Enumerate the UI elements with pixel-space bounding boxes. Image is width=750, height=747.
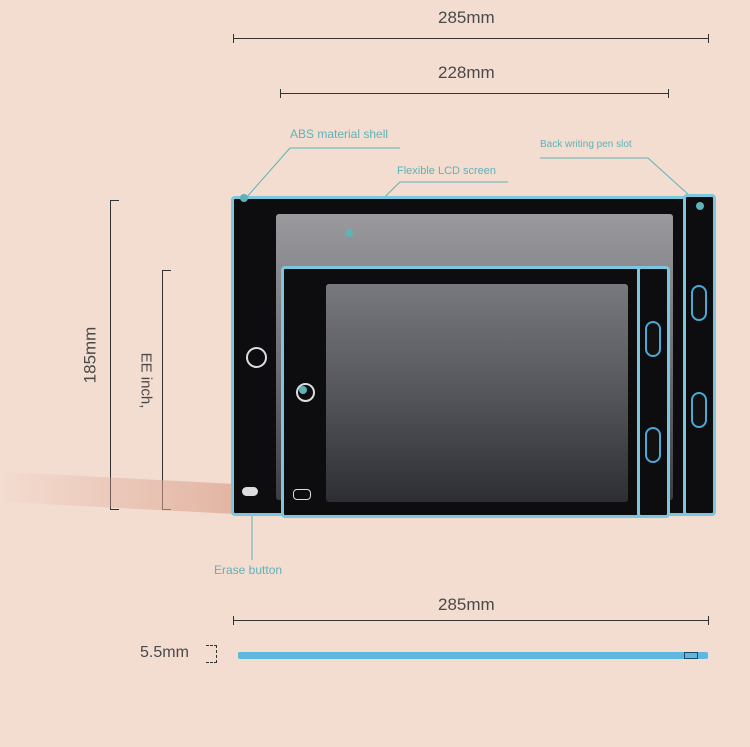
erase-dot: [299, 386, 307, 394]
shell-dot: [240, 194, 248, 202]
small-tablet: [281, 266, 643, 518]
small-erase-icon[interactable]: [296, 383, 315, 402]
screen-width-label: 228mm: [438, 63, 495, 82]
lcd-callout: Flexible LCD screen: [397, 165, 497, 177]
pen-slot-callout: Back writing pen slot: [540, 139, 632, 150]
shell-callout: ABS material shell: [290, 127, 389, 141]
small-lock-icon[interactable]: [293, 489, 311, 500]
large-erase-icon[interactable]: [246, 347, 267, 368]
small-side-slot: [645, 427, 661, 463]
thickness-label: 5.5mm: [140, 644, 189, 661]
tablet-side-profile: [238, 652, 708, 659]
pen-slot-dot: [696, 202, 704, 210]
small-pen-slot: [645, 321, 661, 357]
large-pen-slot: [691, 285, 707, 321]
large-lock-icon[interactable]: [242, 487, 258, 496]
small-tablet-screen: [326, 284, 628, 502]
small-tablet-back: [637, 266, 670, 518]
profile-notch: [684, 652, 698, 659]
lcd-dot: [345, 229, 353, 237]
top-width-label: 285mm: [438, 8, 495, 27]
erase-callout: Erase button: [214, 563, 283, 577]
bottom-width-label: 285mm: [438, 595, 495, 614]
thickness-bracket: [206, 645, 217, 663]
large-tablet-back: [683, 194, 716, 516]
large-side-slot: [691, 392, 707, 428]
